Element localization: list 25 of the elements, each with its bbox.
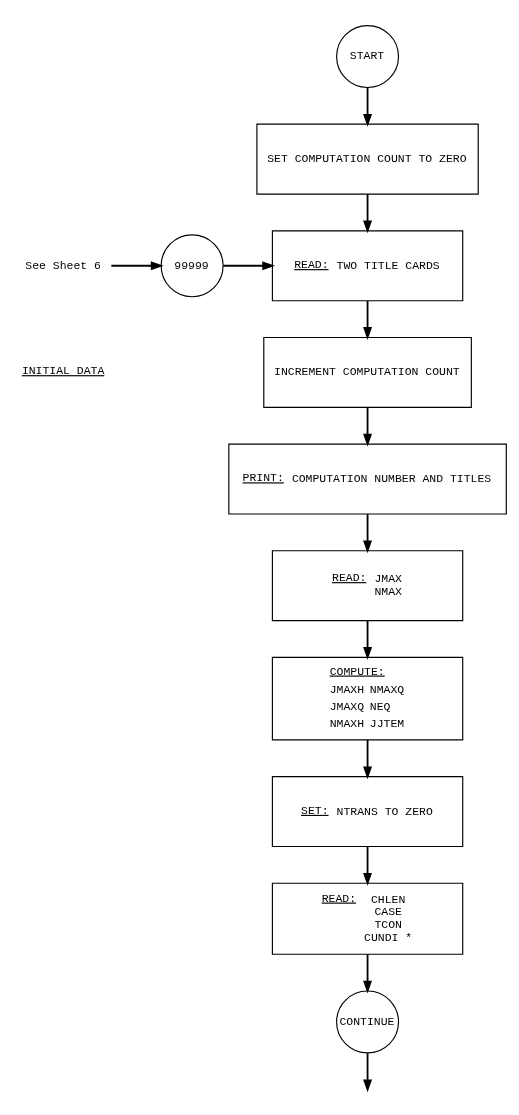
arrow bbox=[363, 299, 373, 340]
node-box: INCREMENT COMPUTATION COUNT bbox=[263, 336, 472, 408]
node-box: READ: TWO TITLE CARDS bbox=[271, 229, 464, 301]
label: INITIAL DATA bbox=[21, 363, 105, 377]
node-box: COMPUTE: JMAXH NMAXQ JMAXQ NEQ NMAXH JJTEM bbox=[271, 656, 464, 740]
arrow bbox=[363, 406, 373, 447]
arrow bbox=[363, 86, 373, 127]
arrow bbox=[222, 260, 276, 270]
node-circle: CONTINUE bbox=[336, 989, 400, 1053]
arrow bbox=[363, 953, 373, 993]
node-circle: START bbox=[336, 24, 400, 88]
arrow bbox=[110, 260, 164, 270]
node-box: READ: CHLEN CASE TCON CUNDI * bbox=[271, 882, 464, 955]
arrow bbox=[363, 845, 373, 886]
node-box: SET COMPUTATION COUNT TO ZERO bbox=[256, 123, 479, 195]
arrow bbox=[363, 1051, 373, 1092]
node-text: See Sheet 6 bbox=[25, 258, 101, 272]
node-box: SET: NTRANS TO ZERO bbox=[271, 775, 464, 847]
arrow bbox=[363, 192, 373, 233]
arrow bbox=[363, 619, 373, 660]
arrow bbox=[363, 512, 373, 553]
node-circle: 99999 bbox=[160, 233, 224, 297]
node-box: PRINT: COMPUTATION NUMBER AND TITLES bbox=[228, 443, 507, 515]
node-box: READ: JMAX NMAX bbox=[271, 549, 464, 621]
arrow bbox=[363, 738, 373, 779]
